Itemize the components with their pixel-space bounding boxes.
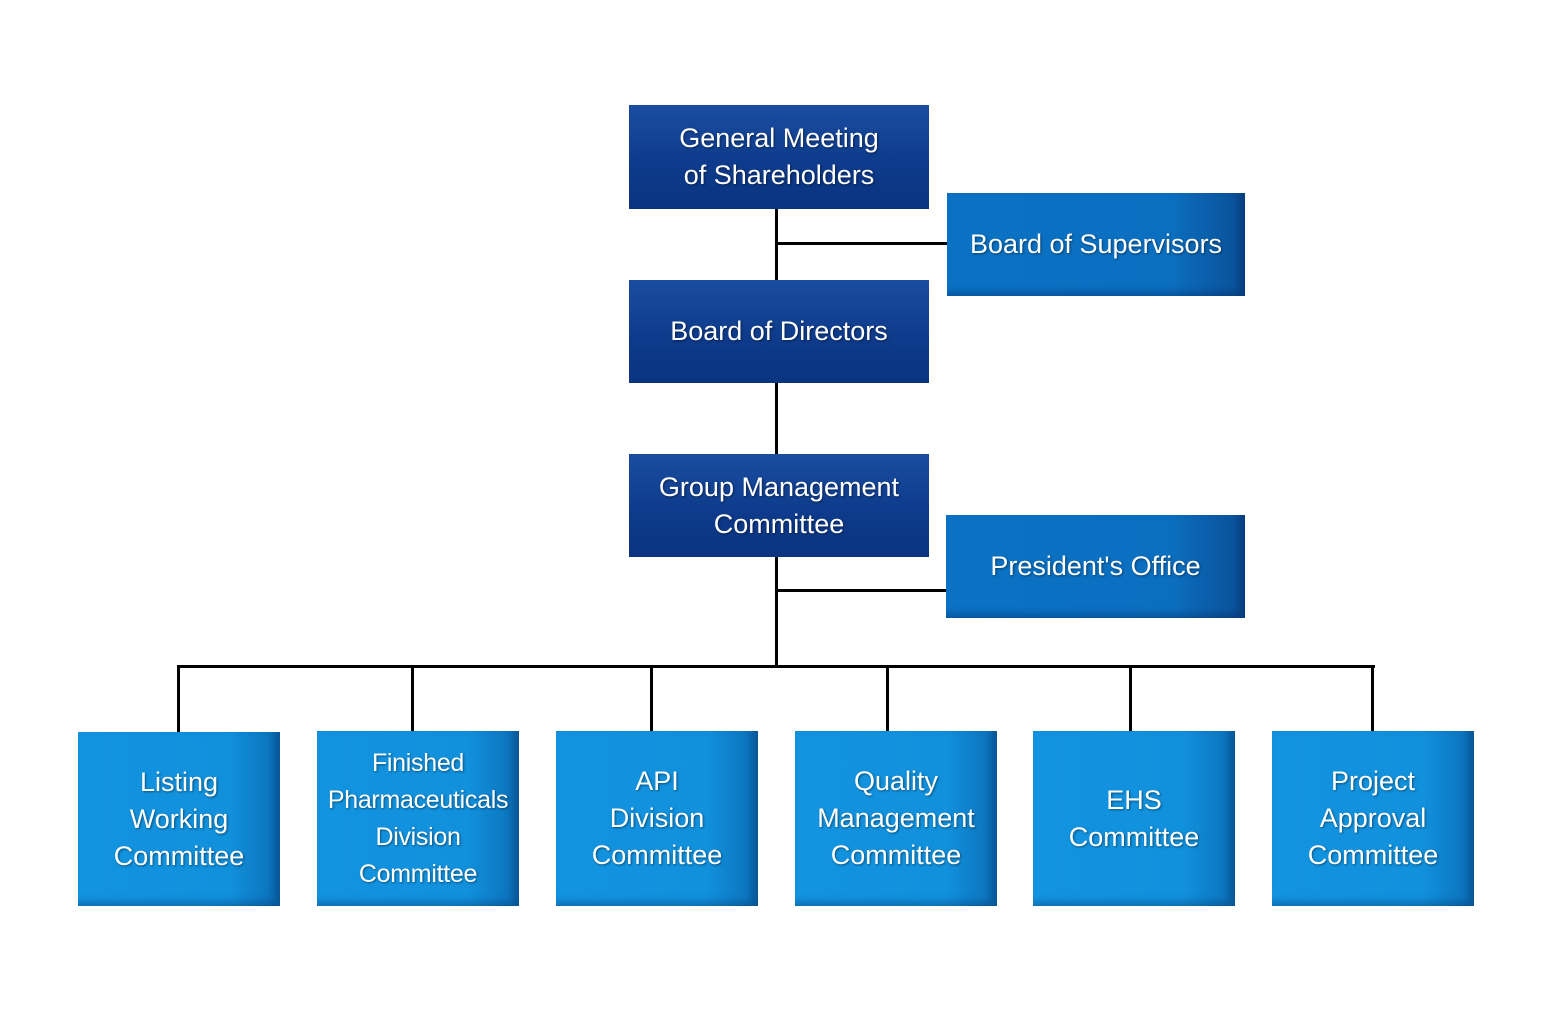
committee-quality-label: Quality Management Committee (817, 766, 975, 870)
connector-drop-api (650, 665, 653, 732)
supervisors-box: Board of Supervisors (947, 193, 1245, 296)
directors-label: Board of Directors (670, 316, 888, 346)
committee-project-approval-box: Project Approval Committee (1272, 731, 1474, 906)
connector-committees-bus (177, 665, 1375, 668)
committee-ehs-label: EHS Committee (1068, 784, 1200, 852)
connector-drop-ehs (1129, 665, 1132, 732)
group-management-box: Group Management Committee (629, 454, 929, 557)
committee-ehs-box: EHS Committee (1033, 731, 1235, 906)
committee-project-approval-label: Project Approval Committee (1307, 766, 1439, 870)
committee-listing-box: Listing Working Committee (78, 732, 280, 906)
connector-presidents-office (775, 589, 947, 592)
committee-api-label: API Division Committee (591, 766, 723, 870)
connector-drop-quality (886, 665, 889, 732)
connector-drop-listing (177, 665, 180, 732)
group-management-label: Group Management Committee (658, 471, 900, 539)
committee-api-box: API Division Committee (556, 731, 758, 906)
directors-box: Board of Directors (629, 280, 929, 383)
shareholders-box: General Meeting of Shareholders (629, 105, 929, 209)
connector-supervisors (775, 242, 947, 245)
presidents-office-label: President's Office (990, 551, 1201, 581)
connector-drop-finished-pharma (411, 665, 414, 732)
committee-listing-label: Listing Working Committee (113, 766, 245, 871)
connector-management-trunk (775, 556, 778, 668)
committee-finished-pharma-label: Finished Pharmaceuticals Division Commit… (327, 748, 509, 888)
connector-directors-management (775, 382, 778, 454)
connector-drop-project-approval (1371, 665, 1374, 732)
shareholders-label: General Meeting of Shareholders (679, 123, 879, 190)
committee-quality-box: Quality Management Committee (795, 731, 997, 906)
presidents-office-box: President's Office (946, 515, 1245, 618)
committee-finished-pharma-box: Finished Pharmaceuticals Division Commit… (317, 731, 519, 906)
supervisors-label: Board of Supervisors (969, 229, 1223, 259)
